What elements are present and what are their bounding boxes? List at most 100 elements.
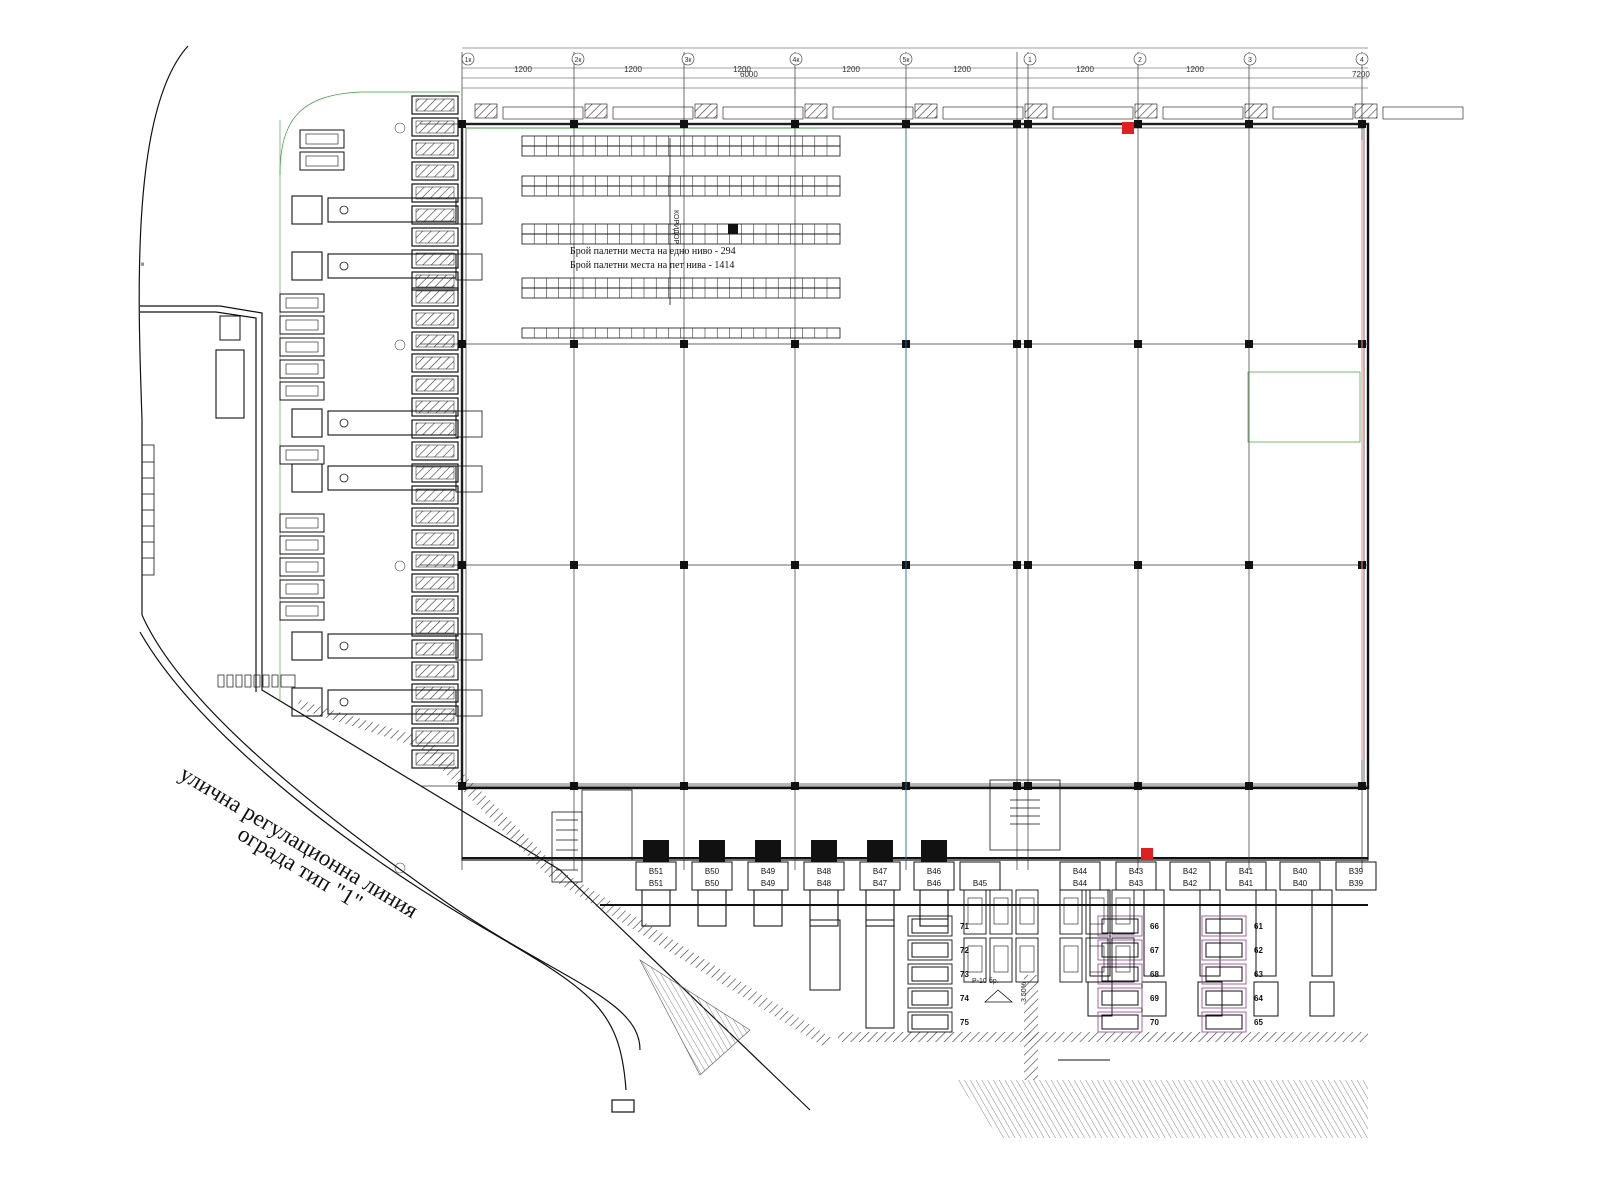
dock-leveler xyxy=(415,120,455,134)
parked-car xyxy=(911,966,949,982)
dock-position xyxy=(1115,861,1157,891)
column xyxy=(680,120,688,128)
truck-at-dock xyxy=(753,889,783,927)
dock-leveler xyxy=(415,510,455,524)
column xyxy=(1245,120,1253,128)
truck-long xyxy=(809,919,841,991)
parking-number-a: 68 xyxy=(1150,970,1159,979)
dock-leveler xyxy=(415,664,455,678)
column xyxy=(1245,561,1253,569)
pallet-racking xyxy=(521,135,841,339)
guard-truck xyxy=(215,349,245,419)
dock-leveler xyxy=(415,576,455,590)
car-roof xyxy=(285,605,319,617)
parked-car xyxy=(911,942,949,958)
car-roof xyxy=(285,385,319,397)
column xyxy=(570,340,578,348)
dock-label-bottom: B40 xyxy=(1293,879,1308,888)
ramp-triangle xyxy=(983,989,1014,1003)
dock-bay xyxy=(411,183,459,203)
roof-hatch xyxy=(804,103,828,119)
total-span-right: 7200 xyxy=(1352,70,1370,79)
car-roof xyxy=(285,539,319,551)
rack-row xyxy=(521,223,841,235)
parked-car xyxy=(279,445,325,465)
tractor xyxy=(1309,981,1335,1017)
parking-number-b: 62 xyxy=(1254,946,1263,955)
truck-cab xyxy=(291,687,323,717)
truck-cab xyxy=(291,195,323,225)
street-regulation-line-label: улична регулационна линия xyxy=(175,761,422,923)
column xyxy=(791,120,799,128)
column xyxy=(458,561,466,569)
dock-bay xyxy=(411,419,459,439)
dock-label-bottom: B39 xyxy=(1349,879,1364,888)
dock-position xyxy=(1279,861,1321,891)
column xyxy=(1358,120,1366,128)
dock-bay xyxy=(411,139,459,159)
span-dimension: 1200 xyxy=(1076,65,1094,74)
truck-cab xyxy=(291,631,323,661)
parking-stall xyxy=(1097,987,1143,1009)
dock-leveler xyxy=(415,290,455,304)
dock-bay xyxy=(411,353,459,373)
dock-label-bottom: B41 xyxy=(1239,879,1254,888)
roof-hatch xyxy=(1024,103,1048,119)
dock-position xyxy=(1335,861,1377,891)
stair-core xyxy=(551,779,1061,883)
span-dimension: 1200 xyxy=(733,65,751,74)
column xyxy=(1024,120,1032,128)
parked-car xyxy=(1101,966,1139,982)
dock-label-bottom: B51 xyxy=(649,879,664,888)
axis-bubble xyxy=(1355,52,1369,66)
dock-bay xyxy=(411,397,459,417)
dock-label-top: B49 xyxy=(761,867,776,876)
parking-stall xyxy=(907,987,953,1009)
column xyxy=(570,782,578,790)
parked-car xyxy=(1101,942,1139,958)
parking-stall xyxy=(1097,963,1143,985)
roof-segment xyxy=(1382,106,1464,120)
column xyxy=(1013,340,1021,348)
dock-leveler xyxy=(415,752,455,766)
dock-leveler xyxy=(415,708,455,722)
dock-door xyxy=(455,633,483,661)
dock-leveler xyxy=(415,312,455,326)
dock-label-bottom: B46 xyxy=(927,879,942,888)
column xyxy=(791,340,799,348)
dock-position xyxy=(1169,861,1211,891)
roof-segment xyxy=(722,106,804,120)
column xyxy=(1134,782,1142,790)
dock-label-bottom: B50 xyxy=(705,879,720,888)
dock-bay xyxy=(411,309,459,329)
parking-number-b: 61 xyxy=(1254,922,1263,931)
column xyxy=(1024,561,1032,569)
parked-car xyxy=(1205,918,1243,934)
dock-leveler xyxy=(415,598,455,612)
dock-leveler xyxy=(415,730,455,744)
car-roof xyxy=(993,897,1009,925)
grid-bubble xyxy=(394,122,406,134)
dock-leveler xyxy=(415,686,455,700)
dock-leveler xyxy=(415,230,455,244)
axis-label: 3к xyxy=(685,57,693,64)
parked-car xyxy=(1059,889,1083,935)
dock-label-bottom: B44 xyxy=(1073,879,1088,888)
dock-leveler xyxy=(415,444,455,458)
parked-car xyxy=(911,990,949,1006)
parked-car xyxy=(279,535,325,555)
column xyxy=(680,340,688,348)
parking-number-c: 74 xyxy=(960,994,969,1003)
column xyxy=(1134,561,1142,569)
dock-leveler xyxy=(415,274,455,288)
car-roof xyxy=(305,133,339,145)
trailer xyxy=(1255,889,1277,977)
truck-wheel xyxy=(339,641,349,651)
rack-row xyxy=(521,175,841,187)
parking-stall xyxy=(1097,939,1143,961)
parking-stall xyxy=(1097,1011,1143,1033)
car-roof xyxy=(285,449,319,461)
car-roof xyxy=(285,561,319,573)
dock-shelter xyxy=(921,840,947,862)
